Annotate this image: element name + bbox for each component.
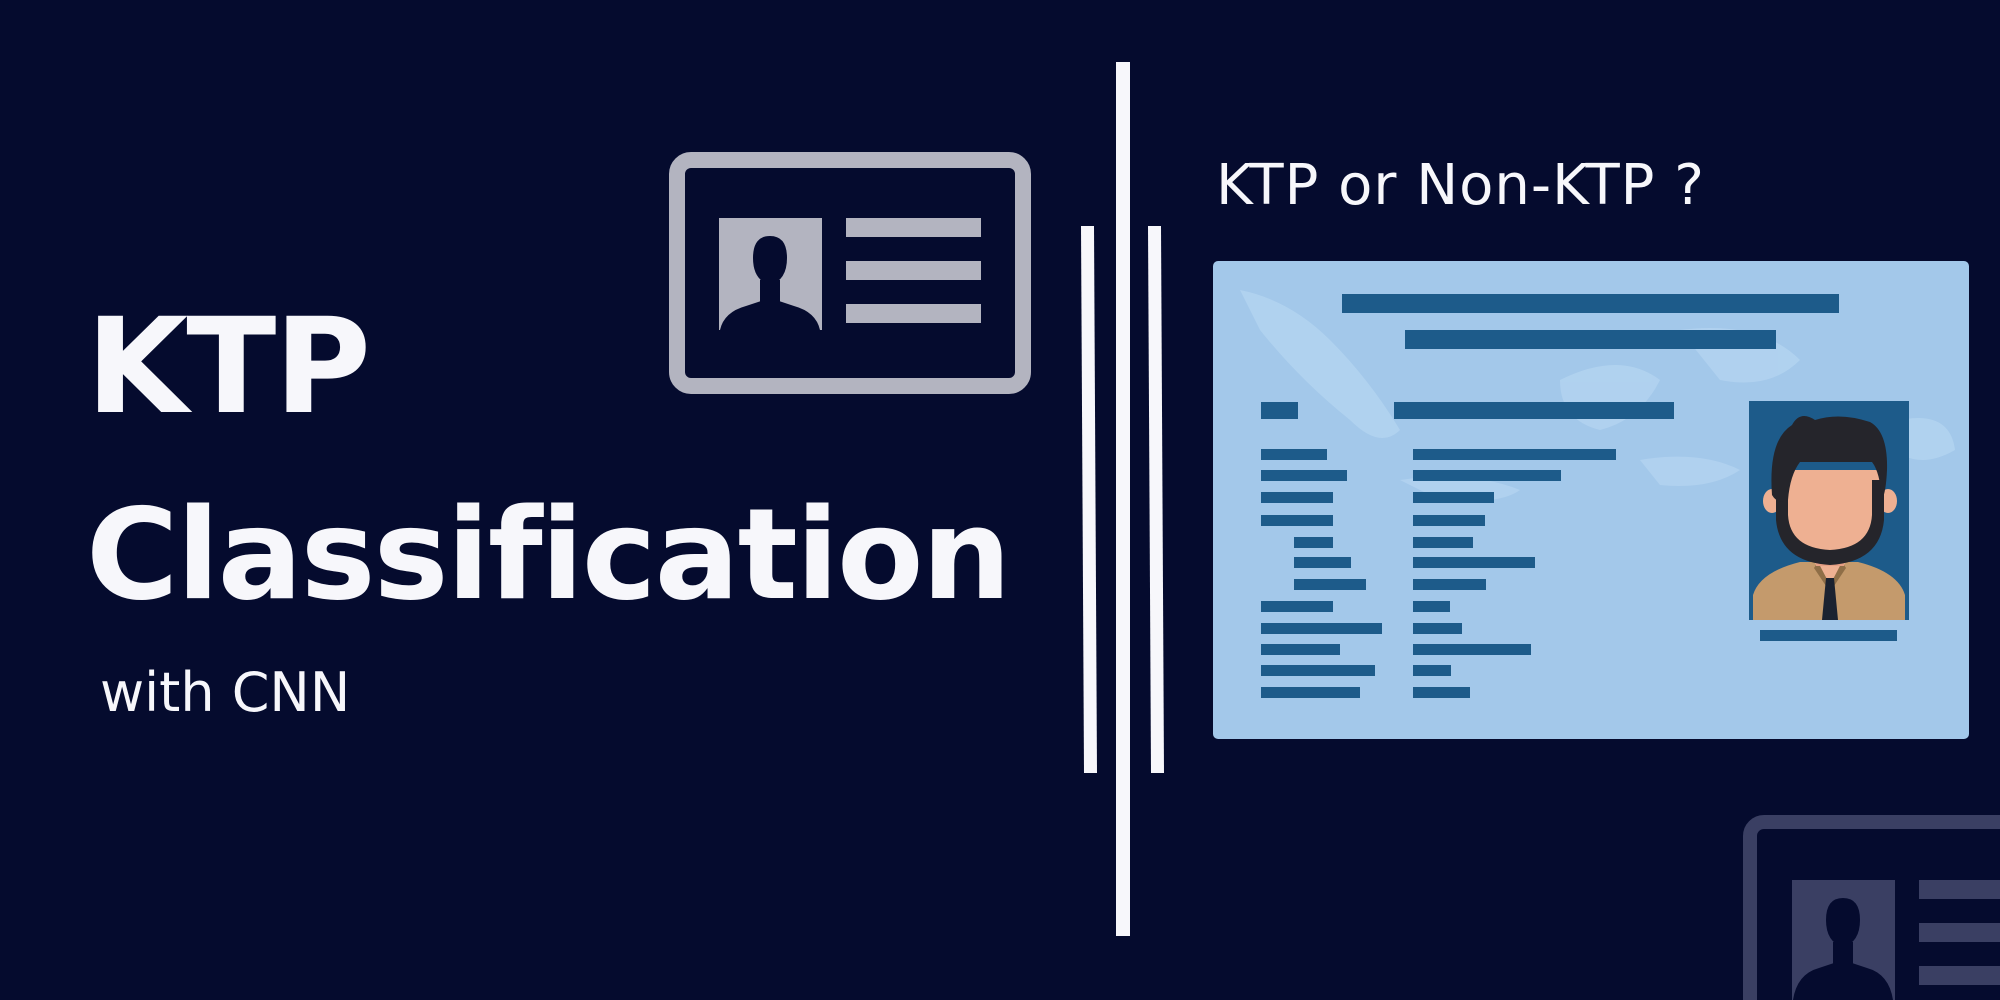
- subtitle-with-cnn: with CNN: [100, 661, 351, 724]
- man-portrait-illustration: [1749, 401, 1909, 620]
- id-card-icon: [669, 152, 1031, 394]
- question-heading: KTP or Non-KTP ?: [1216, 153, 1705, 218]
- card-line: [846, 304, 981, 323]
- title-line-ktp: KTP: [86, 290, 371, 444]
- divider-lines: [1081, 62, 1164, 936]
- person-silhouette-icon: [720, 236, 820, 330]
- card-line: [846, 218, 981, 237]
- title-line-classification: Classification: [86, 481, 1011, 628]
- field-labels: [1261, 449, 1382, 698]
- signature-line: [1760, 630, 1897, 641]
- person-silhouette-icon: [1793, 898, 1893, 1000]
- ktp-card-illustration: [1213, 261, 1969, 739]
- card-line: [846, 261, 981, 280]
- field-values: [1413, 449, 1616, 698]
- faded-id-card-icon: [1743, 815, 2000, 1000]
